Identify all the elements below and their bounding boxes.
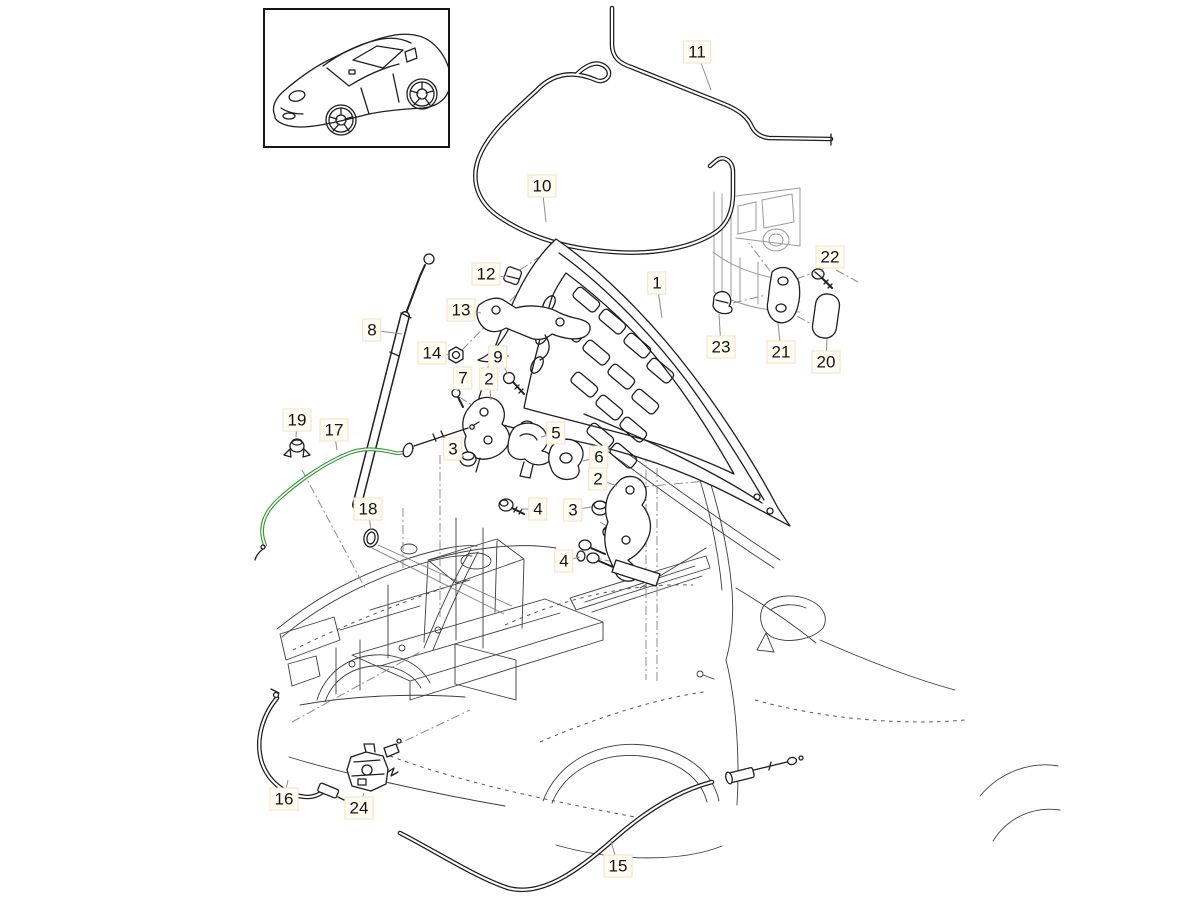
callout-9: 9 — [488, 345, 508, 369]
callout-15: 15 — [603, 854, 633, 878]
callout-3: 3 — [563, 498, 583, 522]
callout-14: 14 — [417, 341, 447, 365]
callout-23: 23 — [706, 335, 736, 359]
vehicle-thumbnail — [263, 8, 452, 148]
callout-1: 1 — [647, 271, 667, 295]
callout-20: 20 — [811, 350, 841, 374]
callout-22: 22 — [815, 245, 845, 269]
hood-latch-drawing — [346, 738, 402, 792]
callout-21: 21 — [766, 340, 796, 364]
body-structure-drawing — [276, 431, 1061, 859]
callout-2: 2 — [588, 467, 608, 491]
dotted-lines — [292, 579, 966, 819]
callout-2: 2 — [479, 367, 499, 391]
gas-strut-drawing — [352, 253, 435, 510]
callout-10: 10 — [527, 174, 557, 198]
callout-19: 19 — [282, 408, 312, 432]
callout-4: 4 — [528, 497, 548, 521]
callout-5: 5 — [546, 421, 566, 445]
callout-7: 7 — [453, 366, 473, 390]
callout-16: 16 — [269, 787, 299, 811]
callout-3: 3 — [443, 437, 463, 461]
callout-8: 8 — [362, 318, 382, 342]
hinge-and-fastener-drawings — [448, 266, 661, 587]
vehicle-thumbnail-drawing — [272, 33, 452, 136]
release-cable-front-drawing — [254, 421, 480, 561]
callout-17: 17 — [319, 418, 349, 442]
callout-18: 18 — [353, 497, 383, 521]
callout-11: 11 — [683, 40, 711, 64]
bowden-cable-16-drawing — [257, 688, 345, 801]
lock-bumper-drawings — [712, 266, 841, 339]
callout-4: 4 — [554, 549, 574, 573]
callout-12: 12 — [471, 262, 501, 286]
hood-seal-drawing — [473, 5, 834, 255]
callout-13: 13 — [446, 298, 476, 322]
callout-6: 6 — [589, 445, 609, 469]
bowden-cable-15-drawing — [397, 755, 804, 893]
callout-24: 24 — [344, 796, 374, 820]
